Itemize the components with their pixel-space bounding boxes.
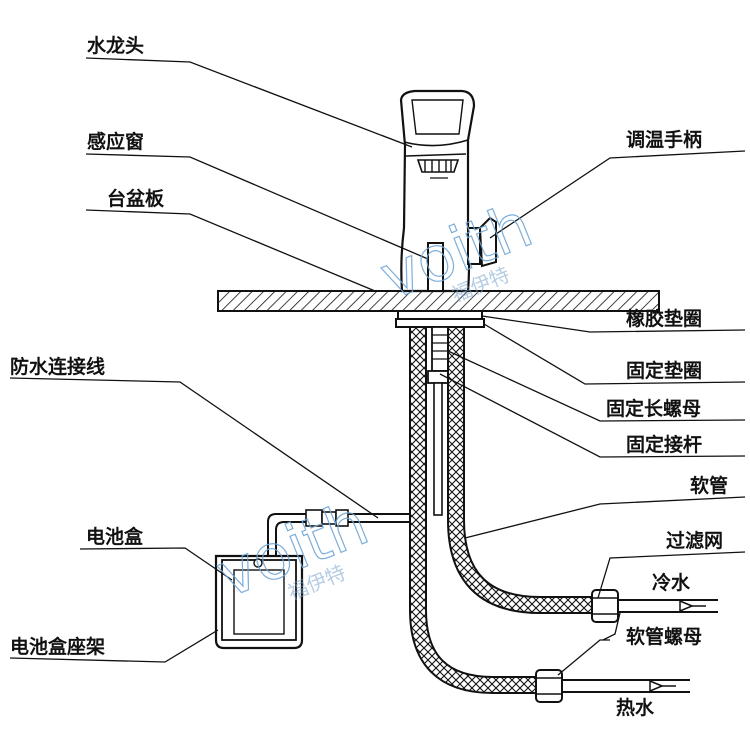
label-hose: 软管 [690, 474, 728, 497]
label-rubber-gasket: 橡胶垫圈 [626, 307, 702, 330]
fixing-rod [433, 382, 443, 516]
label-fixing-long-nut: 固定长螺母 [606, 397, 701, 420]
hose-nut-cold [591, 589, 619, 623]
leader-lines [9, 57, 746, 676]
label-hot-water: 热水 [616, 696, 655, 719]
label-countertop: 台盆板 [107, 187, 165, 210]
label-sensor-window: 感应窗 [87, 130, 144, 153]
fixing-gasket [395, 318, 485, 328]
label-filter-screen: 过滤网 [666, 530, 723, 552]
waterproof-cable [267, 509, 409, 561]
fixing-long-nut [427, 326, 451, 384]
hot-water-inlet-pipe [562, 679, 690, 693]
label-hose-nut: 软管螺母 [626, 625, 702, 648]
label-faucet: 水龙头 [87, 34, 144, 57]
hose-cold [447, 328, 598, 614]
cold-water-arrow [679, 599, 706, 613]
sensor-window [427, 242, 444, 292]
hose-hot [409, 328, 540, 694]
rubber-gasket [397, 310, 483, 320]
label-cold-water: 冷水 [652, 571, 691, 594]
label-battery-box-bracket: 电池盒座架 [10, 635, 105, 658]
label-waterproof-cable: 防水连接线 [10, 355, 105, 378]
cold-water-inlet-pipe [618, 599, 718, 613]
label-fixing-rod: 固定接杆 [626, 433, 702, 456]
label-temp-handle: 调温手柄 [626, 128, 702, 151]
label-battery-box: 电池盒 [86, 525, 144, 548]
battery-box [221, 558, 297, 641]
hose-nut-hot [535, 669, 563, 703]
temperature-handle [467, 216, 497, 268]
hot-water-arrow [649, 679, 676, 693]
label-fixing-gasket: 固定垫圈 [626, 359, 702, 382]
